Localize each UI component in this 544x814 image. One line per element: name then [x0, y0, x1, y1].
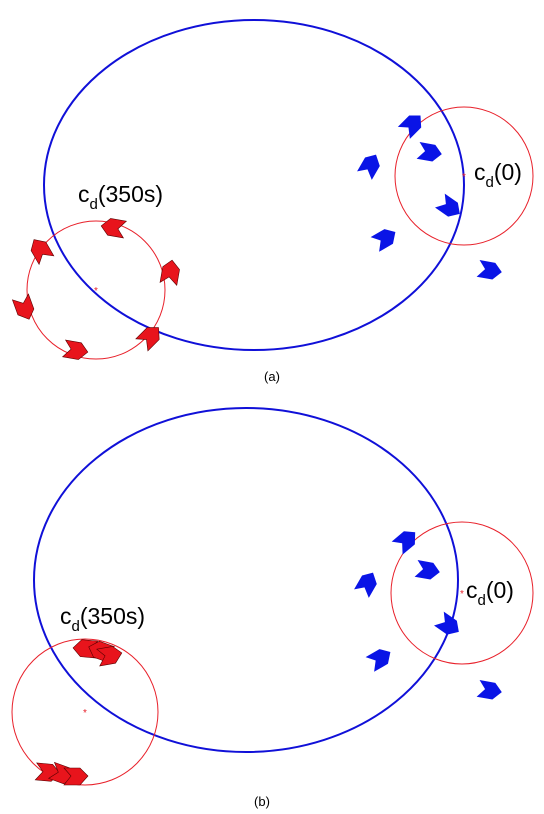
agent-icon — [476, 260, 504, 281]
agent-icon — [159, 258, 182, 286]
agent-icon — [357, 150, 384, 180]
label-end-a: cd(350s) — [78, 181, 163, 213]
trajectory-ellipse-a — [43, 19, 465, 351]
caption-a: (a) — [264, 369, 280, 384]
agent-icon — [434, 611, 464, 640]
center-marker-start-a: * — [462, 172, 466, 183]
agents-initial-a — [357, 109, 504, 281]
agent-icon — [416, 142, 444, 163]
agent-icon — [391, 526, 421, 555]
label-end-b: cd(350s) — [60, 603, 145, 635]
agent-icon — [397, 109, 427, 139]
agent-icon — [99, 216, 127, 239]
agent-icon — [365, 645, 395, 672]
panel-a: * * cd(0) cd(350s) (a) — [11, 19, 534, 384]
agents-initial-b — [354, 526, 504, 701]
agent-icon — [476, 680, 504, 701]
label-start-b: cd(0) — [466, 577, 514, 609]
agent-icon — [370, 225, 400, 252]
formation-circle-end-a — [26, 220, 166, 360]
formation-circle-start-b — [390, 521, 534, 665]
caption-b: (b) — [254, 794, 270, 809]
formation-circle-start-a — [394, 106, 534, 246]
center-marker-end-a: * — [94, 286, 98, 297]
trajectory-ellipse-b — [33, 407, 459, 753]
formation-circle-end-b — [11, 638, 159, 786]
center-marker-end-b: * — [83, 708, 87, 719]
agent-icon — [26, 234, 55, 265]
agent-icon — [414, 560, 442, 581]
panel-b: * * cd(0) cd(350s) (b) — [11, 407, 534, 809]
agent-icon — [354, 568, 381, 598]
agent-icon — [135, 321, 166, 352]
center-marker-start-b: * — [460, 589, 464, 600]
label-start-a: cd(0) — [474, 159, 522, 191]
